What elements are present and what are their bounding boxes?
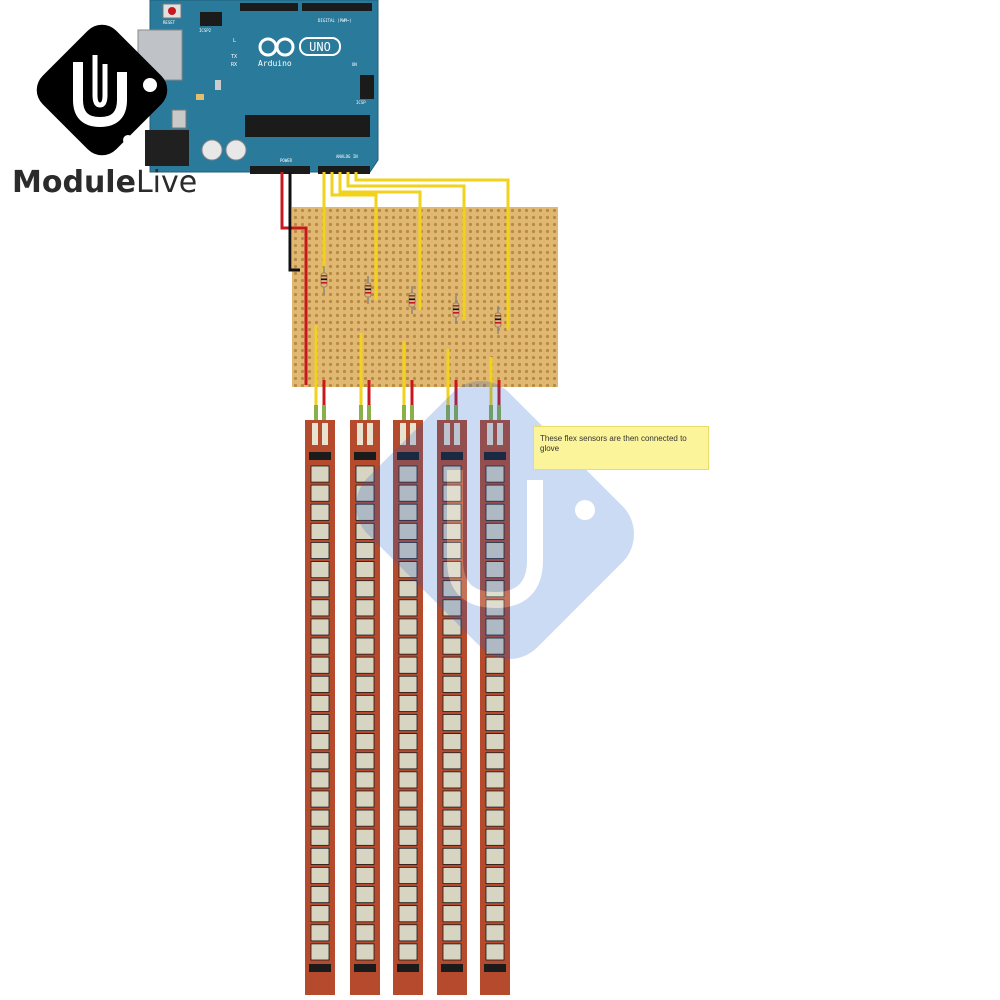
resistor — [452, 296, 460, 324]
reset-label: RESET — [163, 20, 176, 25]
analog-label: ANALOG IN — [336, 154, 358, 159]
atmega-chip — [245, 115, 370, 137]
flex-sensor — [305, 325, 335, 995]
resistors — [320, 266, 502, 334]
flex-sensors — [305, 325, 510, 995]
led-label-rx: RX — [231, 62, 237, 68]
stripboard — [292, 207, 558, 387]
led-label-l: L — [233, 38, 236, 44]
flex-sensor — [393, 341, 423, 995]
arduino-label: Arduino — [258, 59, 292, 68]
logo-u-icon — [73, 62, 127, 128]
capacitor — [225, 139, 247, 161]
resistor — [494, 306, 502, 334]
brand-name-part1: Module — [12, 165, 136, 200]
power-jack — [145, 130, 189, 166]
digital-label: DIGITAL (PWM~) — [318, 18, 352, 23]
arduino-uno-board: UNO Arduino RESET ICSP2 DIGITAL (PWM~) L… — [137, 0, 379, 174]
brand-name-part2: Live — [135, 165, 198, 200]
on-label: ON — [352, 62, 357, 67]
modulelive-logo — [36, 24, 168, 156]
capacitor — [201, 139, 223, 161]
icsp-header — [360, 75, 374, 99]
flex-sensor — [350, 333, 380, 995]
digital-header-right — [302, 3, 372, 11]
signal-wires — [322, 172, 510, 330]
resistor — [320, 266, 328, 294]
flex-sensor — [480, 357, 510, 995]
resistor — [364, 276, 372, 304]
power-wires — [280, 172, 308, 385]
watermark-logo — [356, 381, 634, 659]
annotation-note: These flex sensors are then connected to… — [533, 426, 709, 470]
arduino-infinity-icon — [258, 37, 295, 57]
power-label: POWER — [280, 158, 293, 163]
power-header — [250, 166, 310, 174]
analog-header — [318, 166, 370, 174]
brand-name: ModuleLive — [12, 165, 197, 200]
led-label-tx: TX — [231, 54, 237, 60]
resistor — [408, 286, 416, 314]
icsp2-label: ICSP2 — [199, 28, 212, 33]
uno-badge — [299, 37, 341, 56]
icsp2-header — [200, 12, 222, 26]
flex-sensor — [437, 349, 467, 995]
digital-header-left — [240, 3, 298, 11]
icsp-label: ICSP — [356, 100, 366, 105]
uno-label: UNO — [309, 40, 331, 54]
